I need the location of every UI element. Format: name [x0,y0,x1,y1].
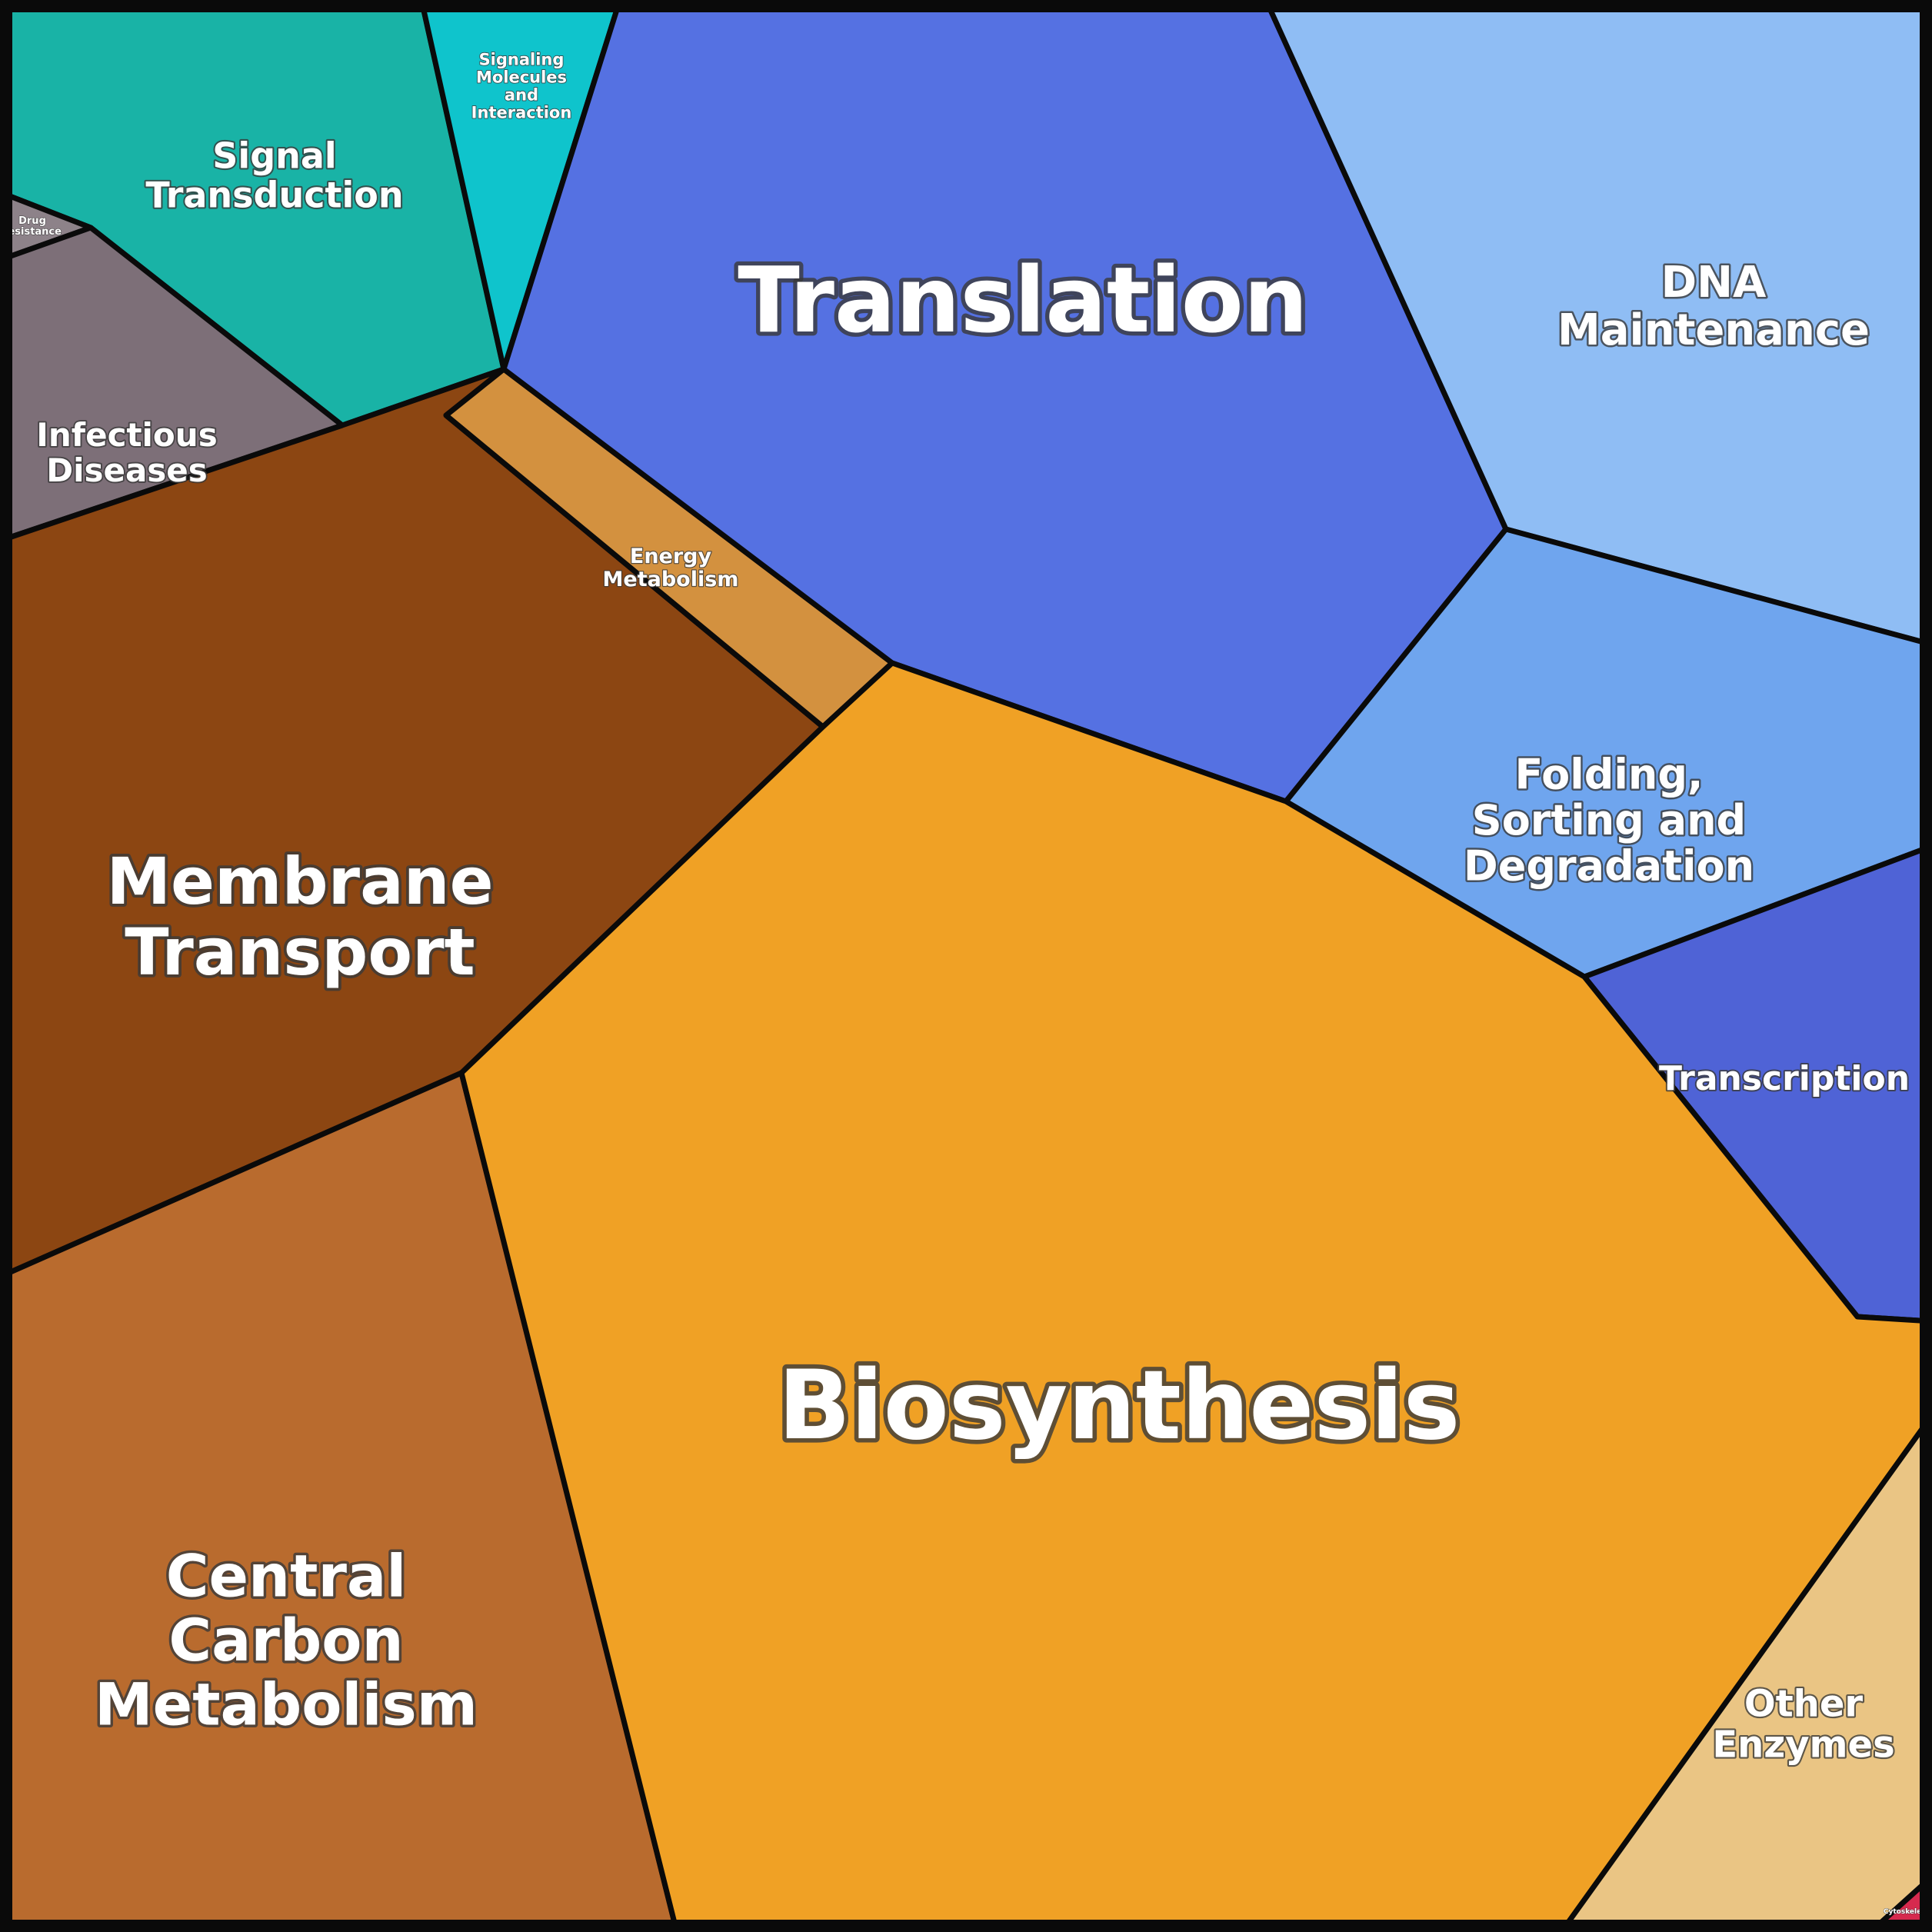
region-biosynthesis[interactable] [458,660,1932,1932]
region-other-enzymes[interactable] [1558,1412,1932,1932]
region-cytoskeleton[interactable] [1867,1874,1932,1932]
region-dna-maintenance[interactable] [1263,0,1932,648]
region-central-carbon-metabolism[interactable] [0,1070,680,1932]
